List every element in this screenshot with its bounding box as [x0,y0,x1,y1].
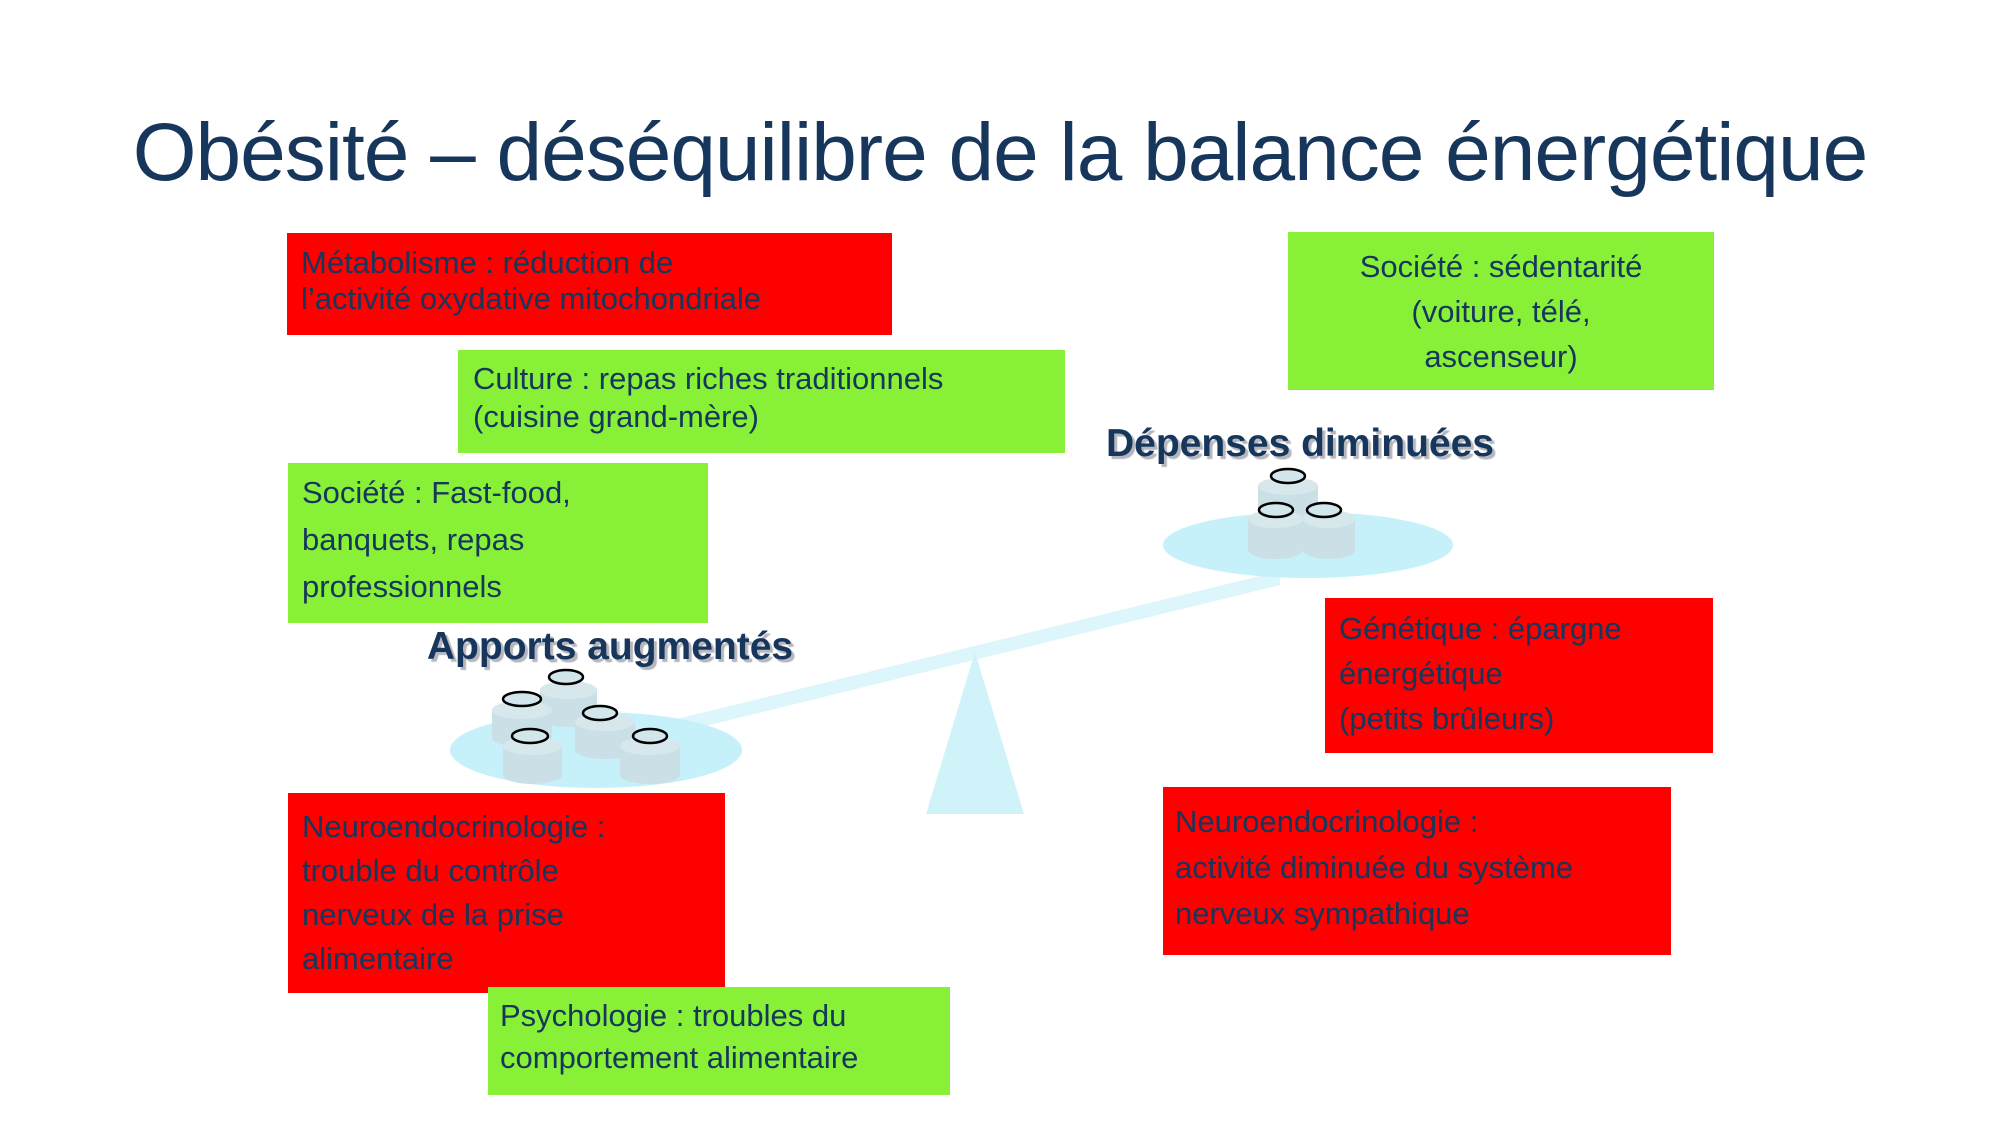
box-neuroendocrinologie-prise-alimentaire: Neuroendocrinologie : trouble du contrôl… [288,793,725,993]
weight-cylinder [620,727,680,784]
balance-beam [640,571,1280,742]
box-neuroendocrinologie-sympathique: Neuroendocrinologie : activité diminuée … [1163,787,1671,955]
box-societe-sedentarite: Société : sédentarité (voiture, télé, as… [1288,232,1714,390]
box-culture-repas-riches: Culture : repas riches traditionnels (cu… [458,350,1065,453]
box-psychologie-troubles: Psychologie : troubles du comportement a… [488,987,950,1095]
weights-left [492,668,680,784]
slide-title: Obésité – déséquilibre de la balance éne… [132,106,1869,198]
weight-cylinder [1248,501,1303,559]
weights-right [1248,467,1355,559]
box-genetique-epargne: Génétique : épargne énergétique (petits … [1325,598,1713,753]
weight-cylinder [1303,501,1355,559]
label-depenses-diminuees: Dépenses diminuées [1106,422,1494,465]
weight-cylinder [503,727,562,784]
box-societe-fastfood: Société : Fast-food, banquets, repas pro… [288,463,708,623]
label-apports-augmentes: Apports augmentés [426,625,794,668]
balance-fulcrum-triangle [926,652,1024,814]
box-metabolisme-reduction-oxydative: Métabolisme : réduction de l’activité ox… [287,233,892,335]
